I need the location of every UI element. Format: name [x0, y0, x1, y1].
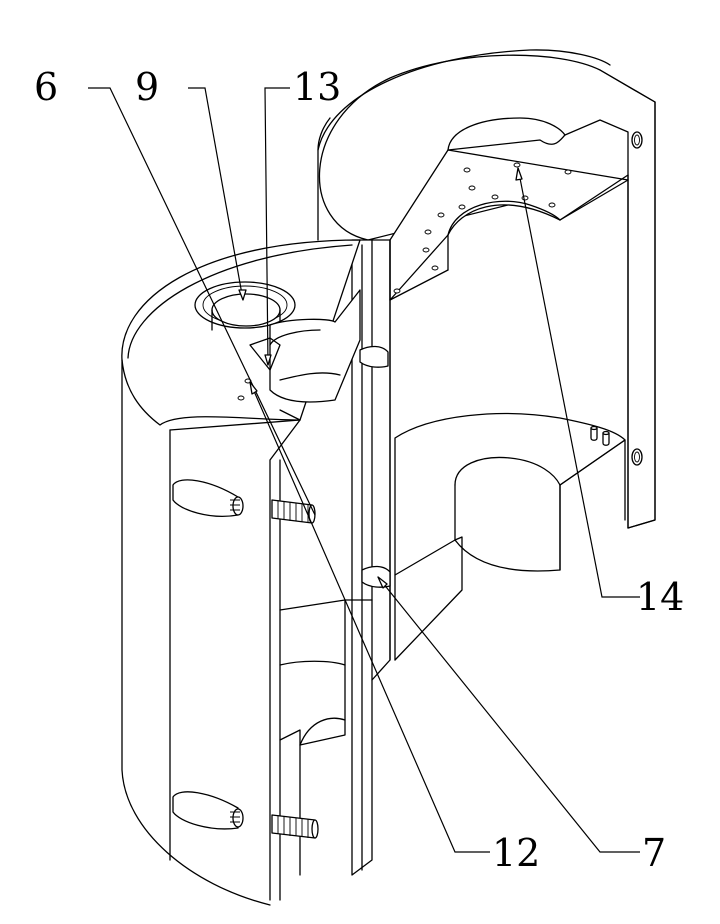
- leader-lines: [88, 87, 640, 853]
- leader-9: [188, 87, 244, 301]
- leader-7: [377, 576, 640, 853]
- threaded-stud-lower: [271, 814, 319, 839]
- leader-12: [249, 381, 490, 853]
- callout-7: 7: [642, 831, 666, 875]
- front-half-shell: [121, 239, 373, 906]
- locating-pin: [590, 425, 610, 446]
- leader-14: [517, 167, 640, 598]
- leader-13: [264, 87, 290, 366]
- callout-13: 13: [293, 65, 341, 109]
- leader-6: [88, 87, 316, 516]
- side-bolt-lower: [631, 448, 643, 466]
- side-bolt-upper: [631, 131, 643, 149]
- rear-half-shell: [317, 49, 656, 661]
- callout-6: 6: [34, 65, 58, 109]
- threaded-stud-upper: [271, 499, 316, 524]
- joint-strip: [351, 239, 391, 876]
- callout-14: 14: [636, 575, 684, 619]
- slot-upper: [172, 479, 244, 517]
- callout-labels: 6 9 13 14 12 7: [34, 65, 684, 875]
- callout-12: 12: [492, 831, 540, 875]
- callout-9: 9: [135, 65, 159, 109]
- slot-lower: [172, 791, 244, 830]
